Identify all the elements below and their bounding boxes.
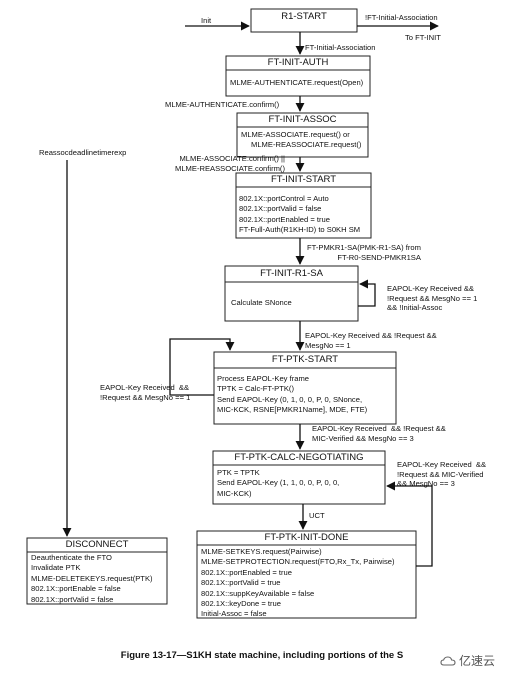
transition-label-pmkr1-sa: FT-PMKR1-SA(PMK-R1-SA) from FT-R0-SEND-P… <box>307 243 421 262</box>
state-ft-ptk-init-done-box <box>196 530 417 619</box>
state-disconnect-box <box>26 537 168 605</box>
transition-label-not-initial-assoc: !FT-Initial-Association <box>365 13 438 22</box>
state-line: MLME-AUTHENTICATE.request(Open) <box>230 78 364 87</box>
state-line: Invalidate PTK <box>31 563 81 573</box>
state-line: 802.1X::portEnabled = true <box>239 214 330 224</box>
state-r1-start-box <box>250 8 358 33</box>
state-r1-start-title: R1-START <box>281 11 327 22</box>
transition-label-init: Init <box>201 16 212 25</box>
state-line: 802.1X::portValid = true <box>201 578 281 588</box>
state-line: TPTK = Calc-FT-PTK() <box>217 384 294 394</box>
state-line: Calculate SNonce <box>231 298 292 307</box>
transition-label-auth-confirm: MLME-AUTHENTICATE.confirm() <box>165 100 280 109</box>
state-ft-ptk-calc-box <box>212 450 386 505</box>
state-line: MLME-DELETEKEYS.request(PTK) <box>31 573 153 583</box>
state-ft-ptk-init-done-body: MLME-SETKEYS.request(Pairwise) MLME-SETP… <box>201 547 395 620</box>
state-line: PTK = TPTK <box>217 468 260 477</box>
loop-arrow-r1-sa <box>358 279 376 307</box>
state-ft-init-assoc-box <box>236 112 369 158</box>
state-ft-init-assoc-title: FT-INIT-ASSOC <box>268 114 337 125</box>
transition-label-eapol-to-calc: EAPOL-Key Received && !Request && MIC-Ve… <box>312 424 446 443</box>
state-line: MLME-REASSOCIATE.request() <box>251 140 362 150</box>
state-line: 802.1X::portEnable = false <box>31 584 121 594</box>
state-line: MIC-KCK, RSNE[PMKR1Name], MDE, FTE) <box>217 405 368 415</box>
state-ft-ptk-start-box <box>213 351 397 425</box>
state-ft-ptk-start-title: FT-PTK-START <box>271 354 339 365</box>
state-line: Send EAPOL-Key (1, 1, 0, 0, P, 0, 0, <box>217 478 340 488</box>
watermark-text: 亿速云 <box>459 654 496 668</box>
figure-caption: Figure 13-17—S1KH state machine, includi… <box>120 650 404 661</box>
state-line: 802.1X::suppKeyAvailable = false <box>201 588 315 598</box>
state-line: MLME-SETKEYS.request(Pairwise) <box>201 547 322 556</box>
state-line: MIC-KCK) <box>217 488 252 498</box>
loop-arrow-calc <box>386 481 433 567</box>
state-ft-init-assoc-body: MLME-ASSOCIATE.request() or MLME-REASSOC… <box>241 130 361 151</box>
state-line: FT-Full-Auth(R1KH-ID) to S0KH SM <box>239 225 361 235</box>
state-line: Send EAPOL-Key (0, 1, 0, 0, P, 0, SNonce… <box>217 394 363 404</box>
state-ft-ptk-init-done-title: FT-PTK-INIT-DONE <box>264 532 349 543</box>
state-ft-ptk-calc-title: FT-PTK-CALC-NEGOTIATING <box>234 452 364 463</box>
state-line: MLME-SETPROTECTION.request(FTO,Rx_Tx, Pa… <box>201 557 395 567</box>
watermark: 亿速云 <box>440 652 495 669</box>
transition-label-eapol-loop-ptk-start: EAPOL-Key Received && !Request && MesgNo… <box>100 383 191 402</box>
loop-arrow-ptk-start <box>169 338 235 396</box>
state-line: Initial-Assoc = false <box>201 609 267 619</box>
cloud-logo-icon <box>440 655 456 666</box>
transition-label-assoc-confirm: MLME-ASSOCIATE.confirm() || MLME-REASSOC… <box>175 154 285 173</box>
state-ft-init-auth-title: FT-INIT-AUTH <box>267 57 329 68</box>
state-ft-init-r1-sa-title: FT-INIT-R1-SA <box>260 268 323 279</box>
state-ft-init-start-box <box>235 172 372 239</box>
state-line: 802.1X::portEnabled = true <box>201 567 292 577</box>
state-line: 802.1X::portControl = Auto <box>239 194 329 203</box>
state-line: MLME-ASSOCIATE.request() or <box>241 130 350 139</box>
state-line: 802.1X::portValid = false <box>31 594 114 604</box>
state-ft-init-auth-body: MLME-AUTHENTICATE.request(Open) <box>230 78 363 88</box>
transition-label-reassoc-timer: Reassocdeadlinetimerexp <box>39 148 127 157</box>
transition-label-eapol-loop-r1sa: EAPOL-Key Received && !Request && MesgNo… <box>387 284 478 313</box>
transition-label-uct: UCT <box>309 511 325 520</box>
state-ft-ptk-start-body: Process EAPOL-Key frame TPTK = Calc-FT-P… <box>217 374 367 416</box>
transition-label-eapol-loop-calc: EAPOL-Key Received && !Request && MIC-Ve… <box>397 460 487 489</box>
state-disconnect-title: DISCONNECT <box>65 539 129 550</box>
state-line: 802.1X::keyDone = true <box>201 599 281 609</box>
transition-label-to-ft-init: To FT-INIT <box>405 33 441 42</box>
state-disconnect-body: Deauthenticate the FTO Invalidate PTK ML… <box>31 553 153 605</box>
state-ft-init-r1-sa-body: Calculate SNonce <box>231 298 292 308</box>
transition-label-ft-initial-assoc: FT-Initial-Association <box>305 43 376 52</box>
state-ft-init-r1-sa-box <box>224 265 359 322</box>
state-ft-init-auth-box <box>225 55 371 97</box>
state-line: 802.1X::portValid = false <box>239 204 322 214</box>
transition-label-eapol-to-ptk-start: EAPOL-Key Received && !Request && MesgNo… <box>305 331 437 350</box>
state-ft-init-start-body: 802.1X::portControl = Auto 802.1X::portV… <box>239 194 360 236</box>
state-line: Deauthenticate the FTO <box>31 553 112 562</box>
state-line: Process EAPOL-Key frame <box>217 374 310 383</box>
state-ft-init-start-title: FT-INIT-START <box>270 174 337 185</box>
state-ft-ptk-calc-body: PTK = TPTK Send EAPOL-Key (1, 1, 0, 0, P… <box>217 468 339 499</box>
